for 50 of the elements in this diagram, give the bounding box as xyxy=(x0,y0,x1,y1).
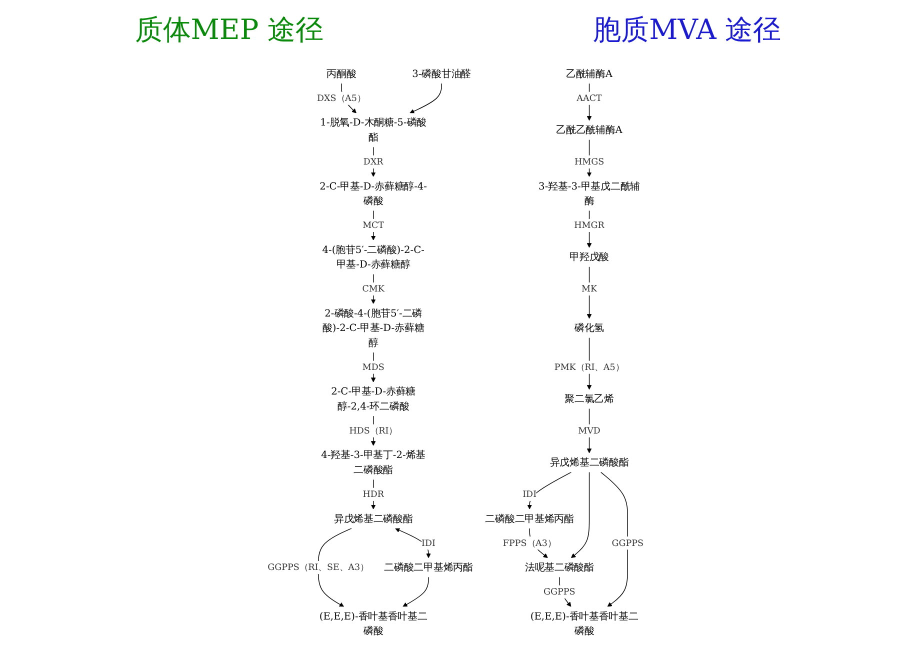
edge-label: MVD xyxy=(578,425,600,436)
node-text: (E,E,E)-香叶基香叶基二磷酸 xyxy=(530,610,638,637)
edge-label: IDI xyxy=(422,538,436,548)
node-text: 4-(胞苷5′-二磷酸)-2-C-甲基-D-赤藓糖醇 xyxy=(322,244,424,270)
edge-label: GGPPS（RI、SE、A3） xyxy=(268,562,369,572)
edge-label: IDI xyxy=(522,488,537,500)
edge-label: HMGS xyxy=(574,156,604,167)
node-text: 异戊烯基二磷酸酯 xyxy=(334,512,413,524)
arrow xyxy=(370,274,376,304)
edge-label: FPPS（A3） xyxy=(502,538,556,548)
edge-label: DXR xyxy=(363,156,384,167)
edge-label: HDS（RI） xyxy=(349,425,398,436)
edge-label: MK xyxy=(582,283,598,294)
node-text: (E,E,E)-香叶基香叶基二磷酸 xyxy=(319,610,428,637)
edge-label: MCT xyxy=(362,220,384,230)
edge-label: CMK xyxy=(362,283,384,294)
node-text: 乙酰乙酰辅酶A xyxy=(556,124,622,136)
node-text: 法呢基二磷酸酯 xyxy=(524,562,594,574)
node-text: 磷化氢 xyxy=(574,322,604,334)
node-text: 2-磷酸-4-(胞苷5′-二磷酸)-2-C-甲基-D-赤藓糖醇 xyxy=(322,308,424,349)
node-text: 丙酮酸 xyxy=(326,68,356,80)
edge-label: GGPPS xyxy=(544,586,576,597)
arrow xyxy=(570,472,590,558)
node-text: 3-羟基-3-甲基戊二酰辅酶 xyxy=(538,180,640,207)
edge-label: DXS（A5） xyxy=(317,92,366,104)
arrow xyxy=(527,472,572,510)
node-text: 二磷酸二甲基烯丙酯 xyxy=(384,562,473,574)
edge-label: GGPPS xyxy=(612,538,644,548)
arrow xyxy=(402,576,429,607)
edge-label: HDR xyxy=(362,488,384,500)
pathway-heading: 胞质MVA 途径 xyxy=(593,12,782,48)
node-text: 1-脱氧-D-木酮糖-5-磷酸酯 xyxy=(320,116,426,144)
edge-label: MDS xyxy=(362,362,384,372)
node-text: 4-羟基-3-甲基丁-2-烯基二磷酸酯 xyxy=(321,449,426,476)
node-text: 乙酰辅酶A xyxy=(566,68,613,80)
node-text: 异戊烯基二磷酸酯 xyxy=(550,456,629,468)
edge-label: PMK（RI、A5） xyxy=(554,362,624,372)
node-text: 二磷酸二甲基烯丙酯 xyxy=(485,512,574,524)
arrow xyxy=(370,479,376,510)
edge-label: AACT xyxy=(576,92,602,104)
pathway-heading: 质体MEP 途径 xyxy=(134,12,324,48)
edge-label: HMGR xyxy=(574,220,604,230)
arrow xyxy=(600,472,628,607)
arrow xyxy=(395,528,431,558)
node-text: 3-磷酸甘油醛 xyxy=(412,68,472,80)
node-text: 聚二氯乙烯 xyxy=(564,393,614,405)
node-text: 2-C-甲基-D-赤藓糖醇-4-磷酸 xyxy=(320,180,428,207)
arrow xyxy=(410,83,442,114)
node-text: 2-C-甲基-D-赤藓糖醇-2,4-环二磷酸 xyxy=(331,386,416,412)
node-text: 甲羟戊酸 xyxy=(570,251,609,263)
